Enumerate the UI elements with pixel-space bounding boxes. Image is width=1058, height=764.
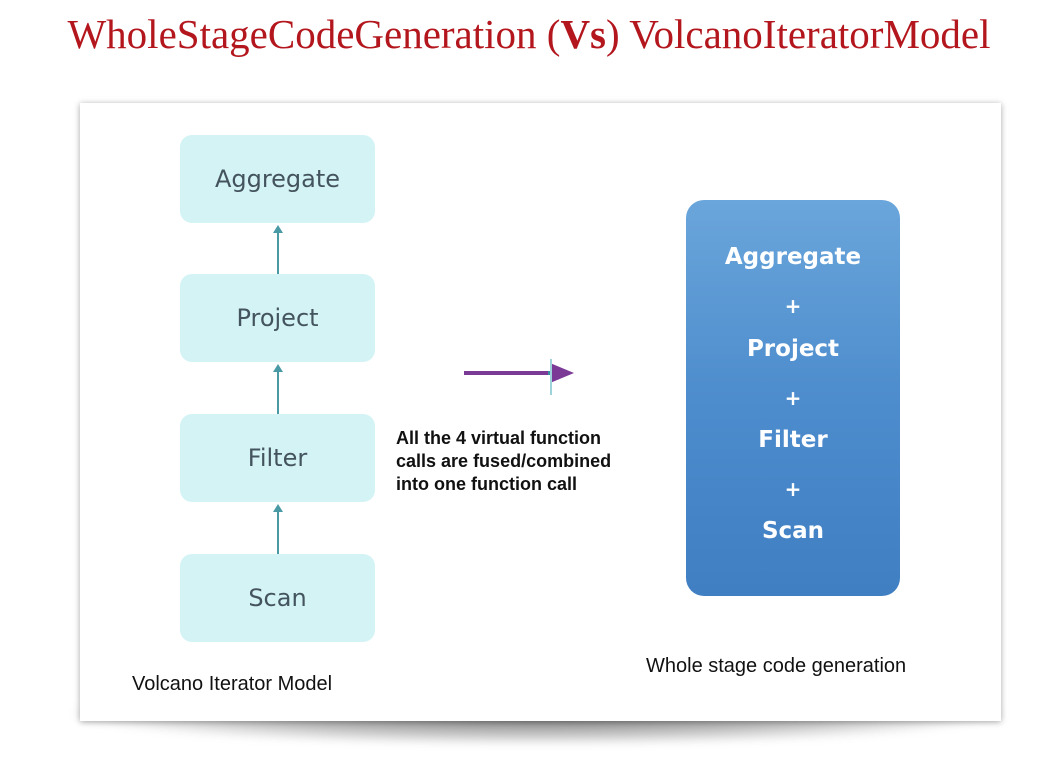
plus-sign: + bbox=[784, 294, 802, 318]
arrowhead-up-icon bbox=[273, 225, 283, 233]
stage-aggregate: Aggregate bbox=[180, 135, 375, 223]
volcano-caption: Volcano Iterator Model bbox=[132, 673, 333, 695]
connector-scan-to-filter bbox=[277, 510, 279, 554]
fusion-note: All the 4 virtual function calls are fus… bbox=[396, 428, 612, 494]
stage-scan: Scan bbox=[180, 554, 375, 642]
connector-filter-to-project bbox=[277, 370, 279, 414]
fused-item-filter: Filter bbox=[758, 427, 828, 453]
diagram-card: Aggregate Project Filter Scan Volcano It… bbox=[80, 103, 1001, 721]
page-title: WholeStageCodeGeneration (Vs) VolcanoIte… bbox=[67, 11, 991, 57]
fused-item-aggregate: Aggregate bbox=[724, 244, 862, 270]
connector-project-to-aggregate bbox=[277, 231, 279, 274]
stage-project: Project bbox=[180, 274, 375, 362]
arrowhead-up-icon bbox=[273, 364, 283, 372]
fused-item-project: Project bbox=[746, 336, 840, 362]
plus-sign: + bbox=[784, 477, 802, 501]
stage-filter: Filter bbox=[180, 414, 375, 502]
wholestage-caption: Whole stage code generation bbox=[646, 655, 907, 677]
fused-stage-block: Aggregate + Project + Filter + Scan bbox=[686, 200, 900, 596]
fused-item-scan: Scan bbox=[761, 518, 825, 544]
plus-sign: + bbox=[784, 386, 802, 410]
right-arrow-icon bbox=[464, 359, 574, 395]
arrowhead-up-icon bbox=[273, 504, 283, 512]
